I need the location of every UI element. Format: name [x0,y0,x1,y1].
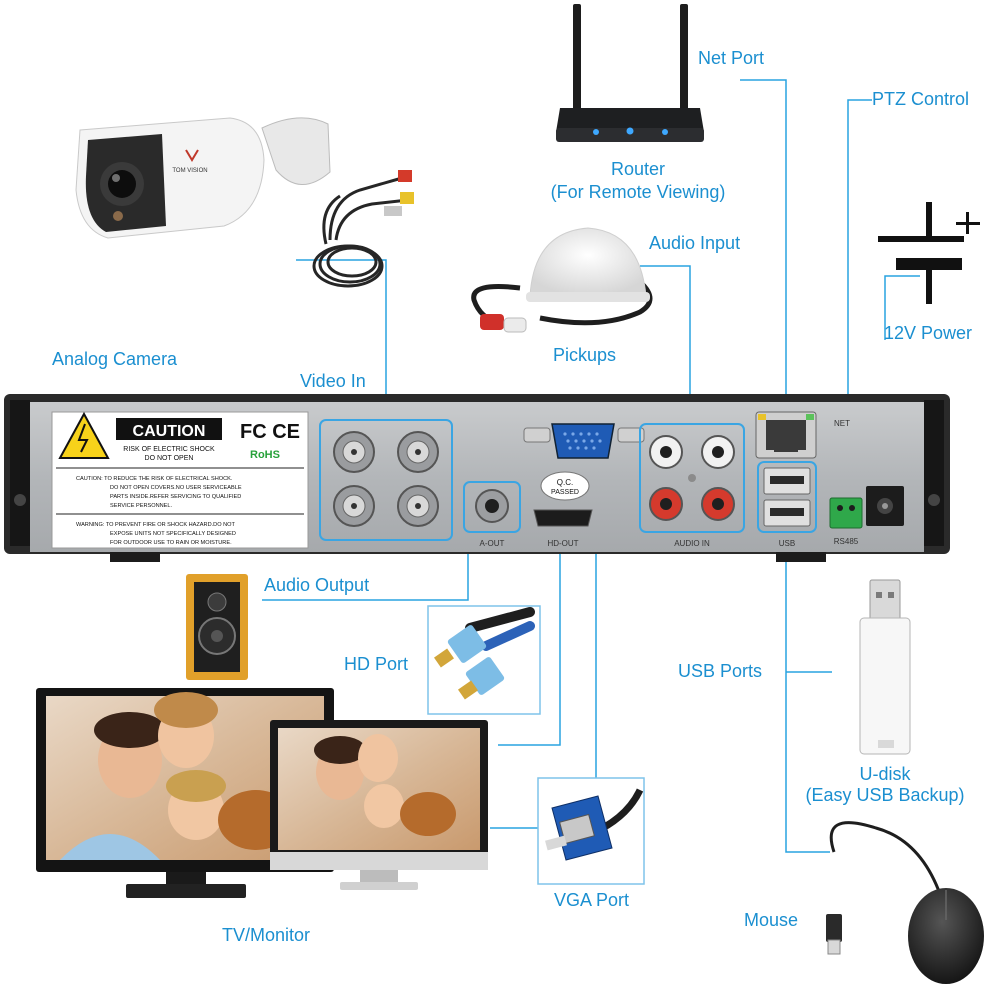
bnc-connectors [333,431,439,527]
label-tv-monitor: TV/Monitor [222,925,311,945]
hdmi-cable [427,605,541,715]
line-power [884,275,920,340]
label-ptz-control: PTZ Control [872,89,970,109]
line-usb [785,534,830,853]
a-out-label: A-OUT [480,539,505,548]
caution-text-1: CAUTION: TO REDUCE THE RISK OF ELECTRICA… [76,476,233,482]
qc-label-1: Q.C. [557,478,573,487]
line-audio-input [640,265,691,422]
label-net-port: Net Port [698,48,765,68]
label-audio-input: Audio Input [649,233,741,253]
line-hd [498,534,561,746]
fc-ce-mark: FC CE [240,421,300,443]
caution-title: CAUTION [133,423,206,440]
caution-text-2: DO NOT OPEN COVERS.NO USER SERVICEABLE [110,485,242,491]
label-audio-output: Audio Output [264,575,370,595]
mouse-device [826,821,984,984]
speaker-device [186,574,248,680]
usb-flash-drive [859,579,911,755]
warning-text-3: FOR OUTDOOR USE TO RAIN OR MOISTURE. [110,540,232,546]
label-hd-port: HD Port [344,654,409,674]
pickup-microphone [471,227,653,333]
label-router-sub: (For Remote Viewing) [550,182,726,202]
line-net-port [740,79,787,412]
warning-text-1: WARNING: TO PREVENT FIRE OR SHOCK HAZARD… [76,522,236,528]
panel-text: CAUTION RISK OF ELECTRIC SHOCK DO NOT OP… [76,168,859,548]
camera-brand: TOM VISION [172,168,207,174]
label-video-in: Video In [300,371,366,391]
hd-out-label: HD-OUT [547,539,578,548]
bnc-cable-coil [312,170,414,288]
line-ptz [847,99,872,500]
usb-label: USB [779,539,795,548]
vga-cable [537,777,645,885]
caution-text-3: PARTS INSIDE.REFER SERVICING TO QUALIFIE… [110,494,241,500]
risk-line-1: RISK OF ELECTRIC SHOCK [123,446,215,453]
rs485-label: RS485 [834,537,859,546]
connection-lines [262,79,920,853]
label-udisk: U-disk [859,764,911,784]
line-audio-output [262,534,469,601]
rohs-mark: RoHS [250,449,280,461]
caution-text-4: SERVICE PERSONNEL. [110,503,173,509]
risk-line-2: DO NOT OPEN [145,455,194,462]
line-video-in [296,259,387,418]
router-device [556,4,704,142]
label-usb-ports: USB Ports [678,661,763,681]
label-analog-camera: Analog Camera [52,349,178,369]
analog-camera-device [75,117,331,239]
dvr-rear-panel [4,394,950,562]
net-label: NET [834,419,850,428]
monitor-small [270,720,488,890]
label-vga-port: VGA Port [554,890,630,910]
label-power: 12V Power [884,323,973,343]
power-symbol [878,202,980,304]
label-udisk-sub: (Easy USB Backup) [805,785,965,805]
audio-in-label: AUDIO IN [674,539,710,548]
label-pickups: Pickups [553,345,617,365]
warning-text-2: EXPOSE UNITS NOT SPECIFICALLY DESIGNED [110,531,236,537]
qc-label-2: PASSED [551,489,579,496]
label-router: Router [610,159,666,179]
label-mouse: Mouse [744,910,799,930]
